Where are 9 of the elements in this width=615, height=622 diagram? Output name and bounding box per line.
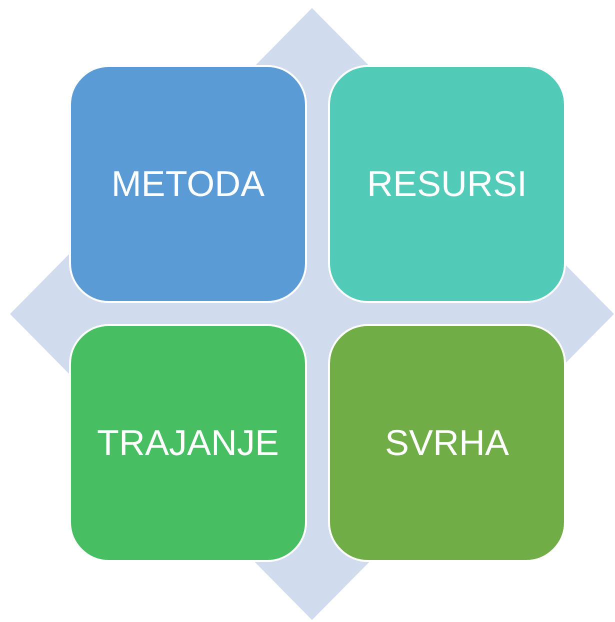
rounded-box xyxy=(328,324,566,562)
box-label: TRAJANJE xyxy=(96,422,280,464)
diamond-background xyxy=(10,8,614,620)
box-label: SVRHA xyxy=(384,422,510,464)
rounded-box xyxy=(328,65,566,303)
box-label: METODA xyxy=(110,163,266,205)
box-label: RESURSI xyxy=(366,163,528,205)
rounded-box xyxy=(69,324,307,562)
rounded-box xyxy=(69,65,307,303)
